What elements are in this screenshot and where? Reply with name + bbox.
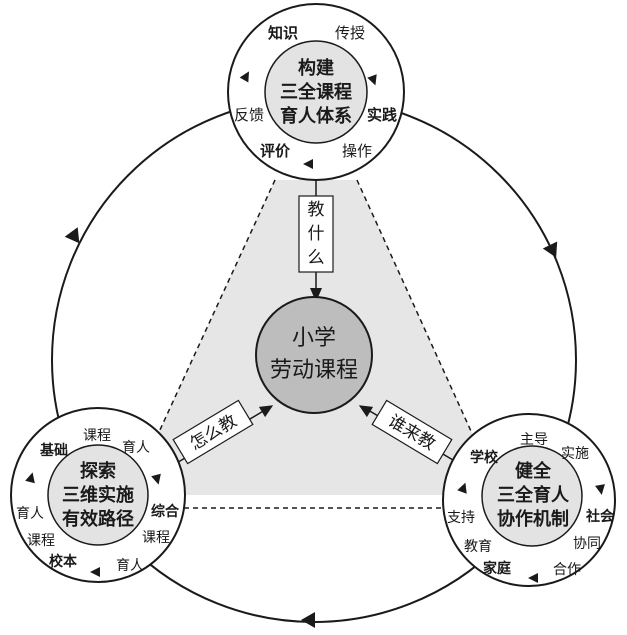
left-ring-educate-c: 育人 [16, 506, 44, 522]
top-ring-knowledge: 知识 [268, 24, 298, 42]
top-ring-operate: 操作 [342, 142, 372, 160]
left-ring-arrow-3 [25, 472, 35, 484]
left-inner-line-3: 有效路径 [62, 508, 134, 530]
top-ring-arrow-2 [303, 159, 313, 169]
cycle-arrow-right [542, 241, 558, 258]
left-ring-arrow-1 [151, 473, 161, 485]
right-ring-education: 教育 [464, 539, 492, 555]
top-inner-line-1: 构建 [298, 57, 334, 79]
left-inner-line-2: 三维实施 [62, 484, 134, 506]
right-ring-arrow-3 [457, 482, 467, 494]
top-ring-evaluate: 评价 [260, 142, 291, 160]
cycle-arrow-left [64, 227, 80, 244]
top-inner-line-2: 三全课程 [280, 81, 352, 103]
link-what-char-1: 教 [308, 200, 325, 220]
left-ring-course-b: 课程 [142, 530, 170, 546]
link-what: 教 什 么 [298, 195, 334, 273]
left-ring-educate-b: 育人 [116, 558, 144, 574]
connector-right-arrow [358, 405, 374, 418]
left-node: 探索 三维实施 有效路径 基础 课程 育人 综合 课程 育人 校本 课程 育人 [10, 407, 186, 583]
connector-top-arrow [310, 288, 322, 302]
left-ring-base: 基础 [40, 442, 68, 459]
right-ring-cooperate: 合作 [553, 562, 581, 578]
left-ring-arrow-2 [90, 567, 100, 577]
right-ring-arrow-1 [595, 484, 605, 495]
left-ring-course-a: 课程 [83, 428, 111, 444]
left-node-inner-circle [47, 444, 149, 546]
right-ring-lead: 主导 [520, 432, 548, 448]
cycle-arrow-bottom [301, 612, 315, 628]
top-ring-arrow-3 [239, 71, 249, 83]
link-what-char-3: 么 [308, 248, 325, 268]
right-ring-family: 家庭 [483, 560, 512, 577]
top-node: 构建 三全课程 育人体系 知识 传授 实践 操作 评价 反馈 [227, 3, 405, 181]
center-line-1: 小学 [292, 326, 336, 351]
center-circle [255, 296, 373, 414]
right-ring-implement: 实施 [561, 446, 589, 462]
right-inner-line-3: 协作机制 [497, 508, 569, 530]
right-inner-line-1: 健全 [515, 460, 552, 482]
right-ring-arrow-2 [528, 573, 538, 583]
right-node-inner-circle [481, 445, 583, 547]
link-what-char-2: 什 [308, 224, 325, 244]
right-ring-support: 支持 [447, 510, 475, 526]
right-ring-society: 社会 [585, 508, 615, 525]
right-node: 健全 三全育人 协作机制 学校 主导 实施 社会 协同 合作 家庭 教育 支持 [442, 413, 616, 587]
top-ring-transmit: 传授 [335, 24, 365, 42]
top-ring-feedback: 反馈 [234, 106, 264, 124]
top-ring-arrow-1 [367, 74, 377, 86]
right-ring-coordinate: 协同 [573, 536, 601, 552]
left-ring-educate-a: 育人 [122, 440, 150, 456]
left-ring-school-based: 校本 [49, 553, 78, 570]
left-inner-line-1: 探索 [80, 460, 116, 482]
left-ring-course-c: 课程 [27, 533, 55, 549]
top-node-inner-circle [264, 40, 368, 144]
connector-left-arrow [258, 405, 274, 418]
right-ring-school: 学校 [470, 449, 499, 466]
left-ring-comprehensive: 综合 [151, 503, 180, 520]
top-inner-line-3: 育人体系 [280, 105, 352, 127]
center-line-2: 劳动课程 [270, 358, 358, 383]
right-inner-line-2: 三全育人 [497, 484, 570, 506]
top-ring-practice: 实践 [367, 106, 397, 124]
